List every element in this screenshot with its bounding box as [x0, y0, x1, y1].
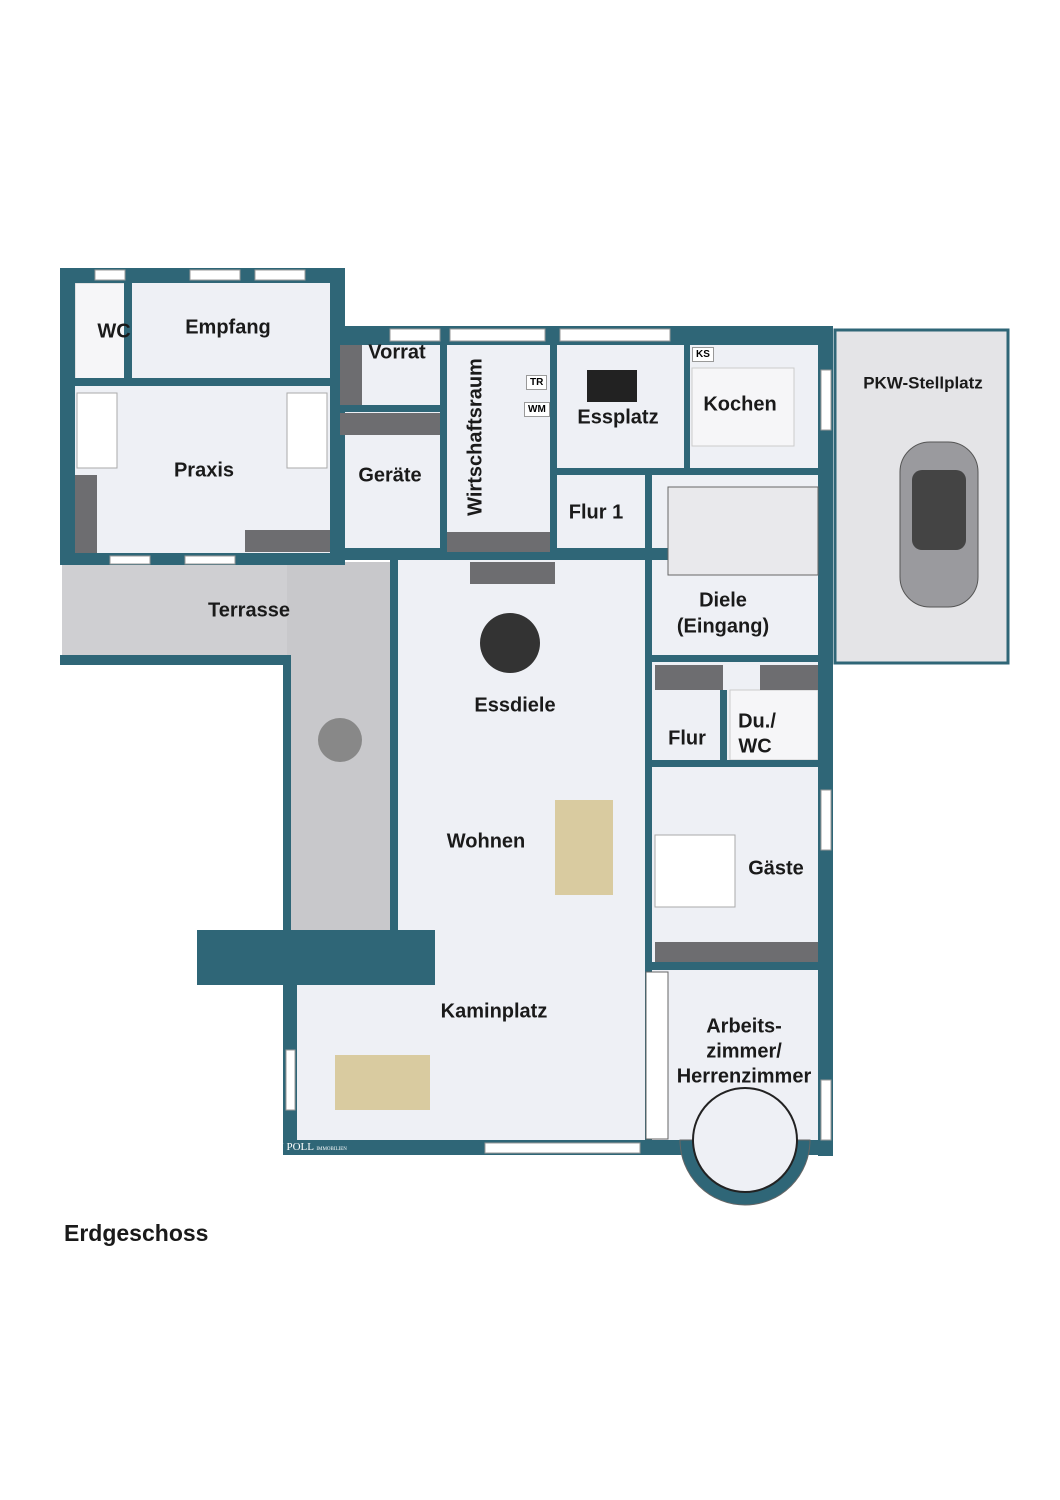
logo-mark: VP	[236, 1137, 258, 1154]
room-label-arbeitszimmer-1: Arbeits-	[706, 1015, 782, 1038]
room-label-vorrat: Vorrat	[368, 341, 426, 364]
room-label-wirtschaftsraum: Wirtschaftsraum	[464, 358, 487, 516]
room-label-kaminplatz: Kaminplatz	[440, 1000, 548, 1023]
room-label-geraete: Geräte	[358, 464, 422, 487]
windows	[94, 269, 832, 1154]
fridge-label: KS	[692, 347, 714, 362]
room-label-diele: Diele	[699, 589, 747, 612]
room-label-essplatz: Essplatz	[577, 406, 659, 429]
logo-sub: IMMOBILIEN	[316, 1147, 347, 1152]
room-label-herrenzimmer: Herrenzimmer	[676, 1065, 812, 1088]
room-label-essdiele: Essdiele	[474, 694, 556, 717]
room-label-terrasse: Terrasse	[208, 599, 290, 622]
room-label-eingang: (Eingang)	[676, 615, 770, 638]
dryer-label: TR	[526, 375, 548, 390]
room-label-kochen: Kochen	[703, 393, 777, 416]
room-label-empfang: Empfang	[185, 316, 271, 339]
logo-name: VON POLL	[259, 1141, 314, 1153]
floor-title: Erdgeschoss	[64, 1220, 209, 1246]
room-label-du: Du./	[738, 710, 776, 733]
stairs	[645, 486, 819, 1206]
room-label-flur1: Flur 1	[568, 501, 624, 524]
room-label-flur: Flur	[668, 727, 706, 750]
room-label-praxis: Praxis	[173, 459, 235, 482]
room-label-wc: WC	[97, 320, 131, 343]
room-label-gaeste: Gäste	[748, 857, 804, 880]
washer-label: WM	[524, 402, 550, 417]
room-label-wohnen: Wohnen	[446, 830, 526, 853]
room-label-pkw-stellplatz: PKW-Stellplatz	[863, 373, 983, 393]
car-icon	[899, 441, 979, 608]
furniture	[75, 345, 818, 1110]
room-label-du-wc: WC	[738, 735, 772, 758]
von-poll-logo: VP VON POLL IMMOBILIEN	[236, 1137, 347, 1155]
room-label-arbeitszimmer-2: zimmer/	[706, 1040, 782, 1063]
